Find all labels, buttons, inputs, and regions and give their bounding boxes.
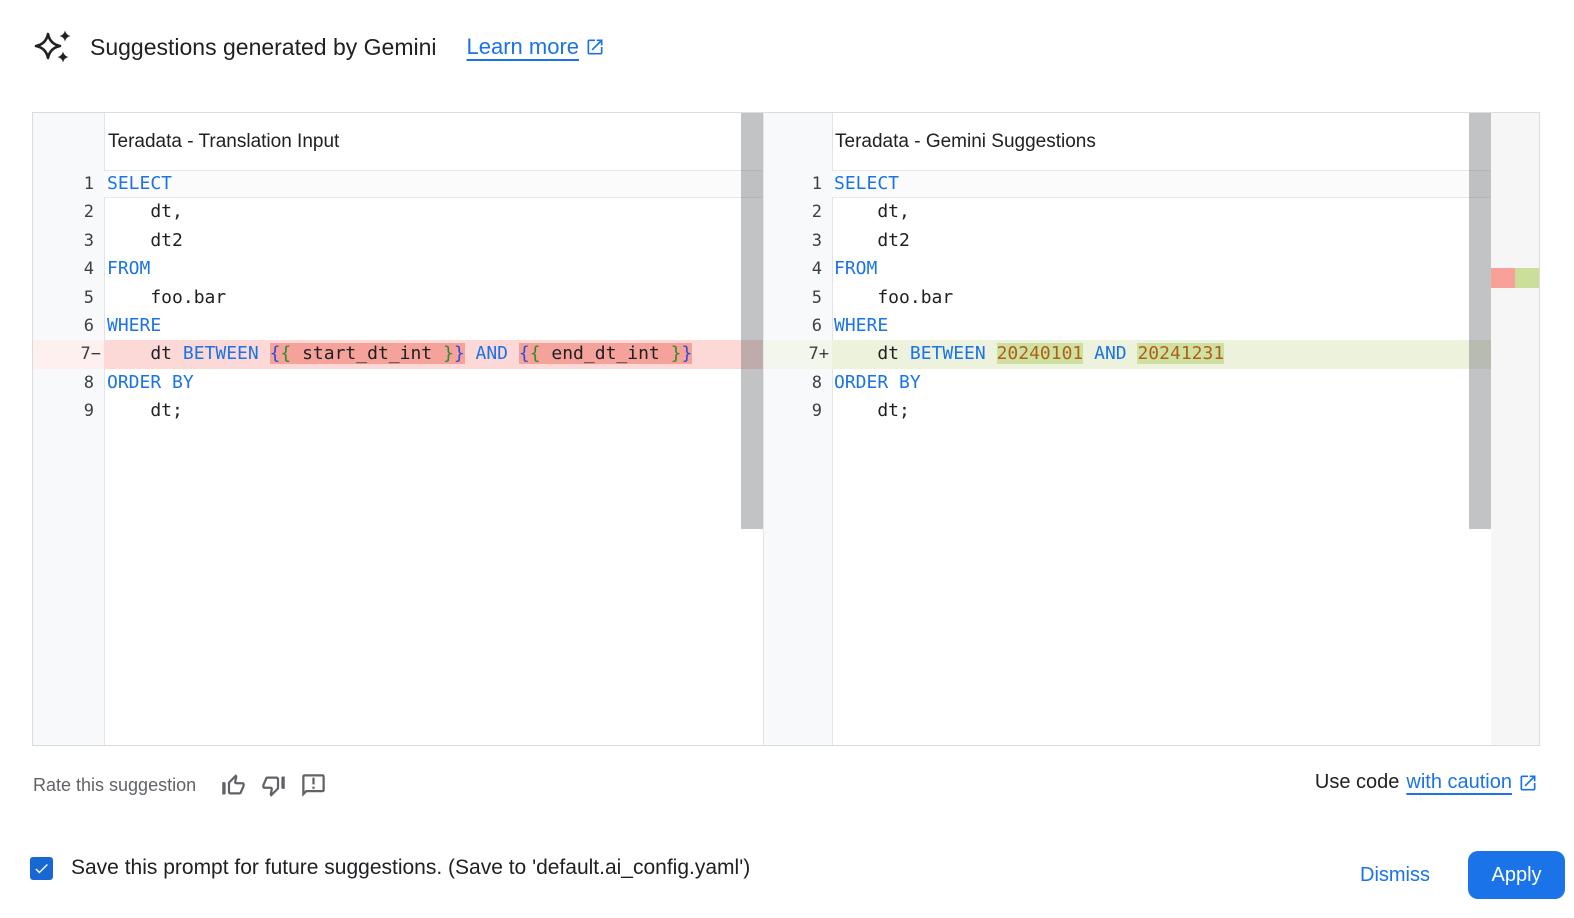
code-line-7[interactable]: 7+ dt BETWEEN 20240101 AND 20241231 (764, 340, 1539, 369)
vertical-scrollbar-thumb[interactable] (1469, 113, 1491, 529)
code-text: WHERE (834, 314, 889, 336)
line-number: 7+ (764, 340, 832, 369)
line-number: 2 (811, 202, 822, 223)
code-line-2[interactable]: 2 dt, (764, 198, 1539, 226)
ruler-insertion-marker[interactable] (1515, 268, 1539, 288)
line-number: 9 (811, 401, 822, 422)
line-number: 6 (811, 315, 822, 336)
dismiss-button[interactable]: Dismiss (1360, 863, 1430, 886)
code-text: ORDER BY (834, 371, 921, 393)
code-line-8[interactable]: 8 ORDER BY (33, 369, 763, 397)
external-link-icon (1518, 773, 1538, 793)
code-line-2[interactable]: 2 dt, (33, 198, 763, 226)
line-number: 1 (811, 174, 822, 194)
learn-more-label: Learn more (466, 34, 580, 59)
code-line-7[interactable]: 7− dt BETWEEN {{ start_dt_int }} AND {{ … (33, 340, 763, 369)
vertical-scrollbar-thumb[interactable] (741, 113, 763, 529)
line-number-gutter (33, 113, 105, 745)
code-line-5[interactable]: 5 foo.bar (33, 284, 763, 312)
code-line-3[interactable]: 3 dt2 (764, 227, 1539, 255)
line-number-gutter (764, 113, 833, 745)
line-number: 5 (811, 287, 822, 308)
code-text: dt; (834, 400, 910, 422)
save-prompt-checkbox[interactable] (30, 856, 53, 880)
pane-title: Teradata - Gemini Suggestions (835, 130, 1096, 152)
line-number: 8 (83, 372, 94, 393)
use-code-caution: Use code with caution (1315, 771, 1538, 794)
diff-overview-ruler (1491, 113, 1539, 745)
pane-header: Teradata - Gemini Suggestions (764, 113, 1539, 170)
thumbs-up-button[interactable] (220, 772, 247, 799)
code-text: ORDER BY (107, 371, 194, 393)
with-caution-link[interactable]: with caution (1406, 771, 1512, 793)
rate-suggestion-row: Rate this suggestion (33, 769, 340, 801)
code-text: dt BETWEEN {{ start_dt_int }} AND {{ end… (104, 340, 763, 369)
code-line-3[interactable]: 3 dt2 (33, 227, 763, 255)
rate-suggestion-label: Rate this suggestion (33, 774, 197, 795)
code-text: dt, (107, 201, 183, 223)
code-text: dt; (107, 400, 183, 422)
save-prompt-row: Save this prompt for future suggestions.… (30, 856, 750, 880)
code-text: SELECT (104, 170, 763, 199)
line-number: 1 (83, 174, 94, 194)
code-line-6[interactable]: 6 WHERE (764, 312, 1539, 340)
code-text: dt BETWEEN 20240101 AND 20241231 (832, 340, 1539, 369)
code-text: dt2 (834, 229, 910, 251)
code-line-5[interactable]: 5 foo.bar (764, 284, 1539, 312)
apply-button[interactable]: Apply (1468, 851, 1565, 899)
pane-header: Teradata - Translation Input (33, 113, 763, 170)
thumbs-down-button[interactable] (260, 772, 287, 799)
code-line-6[interactable]: 6 WHERE (33, 312, 763, 340)
code-text: dt, (834, 201, 910, 223)
code-line-4[interactable]: 4 FROM (33, 255, 763, 283)
code-text: dt2 (107, 229, 183, 251)
code-text: foo.bar (834, 286, 954, 308)
use-code-text: Use code (1314, 771, 1400, 793)
feedback-button[interactable] (300, 772, 327, 799)
line-number: 3 (83, 230, 94, 251)
gemini-sparkle-icon (34, 28, 74, 66)
line-number: 8 (811, 372, 822, 393)
code-text: FROM (834, 258, 878, 280)
code-line-8[interactable]: 8 ORDER BY (764, 369, 1539, 397)
code-text: WHERE (107, 314, 162, 336)
code-line-9[interactable]: 9 dt; (33, 397, 763, 425)
ruler-deletion-marker[interactable] (1491, 268, 1515, 288)
code-line-1[interactable]: 1 SELECT (764, 170, 1539, 199)
line-number: 2 (83, 202, 94, 223)
save-prompt-label: Save this prompt for future suggestions.… (71, 856, 751, 879)
external-link-icon (585, 37, 605, 57)
page-title: Suggestions generated by Gemini (90, 33, 437, 60)
line-number: 5 (83, 287, 94, 308)
line-number: 3 (811, 230, 822, 251)
pane-title: Teradata - Translation Input (108, 130, 340, 152)
line-number: 9 (83, 401, 94, 422)
line-number: 7− (33, 340, 104, 369)
line-number: 4 (811, 259, 822, 280)
code-line-9[interactable]: 9 dt; (764, 397, 1539, 425)
code-line-4[interactable]: 4 FROM (764, 255, 1539, 283)
line-number: 6 (83, 315, 94, 336)
code-text: foo.bar (107, 286, 227, 308)
line-number: 4 (83, 259, 94, 280)
dialog-header: Suggestions generated by Gemini Learn mo… (34, 27, 605, 67)
code-text: FROM (107, 258, 151, 280)
code-line-1[interactable]: 1 SELECT (33, 170, 763, 199)
learn-more-link[interactable]: Learn more (467, 34, 606, 60)
code-text: SELECT (832, 170, 1539, 199)
